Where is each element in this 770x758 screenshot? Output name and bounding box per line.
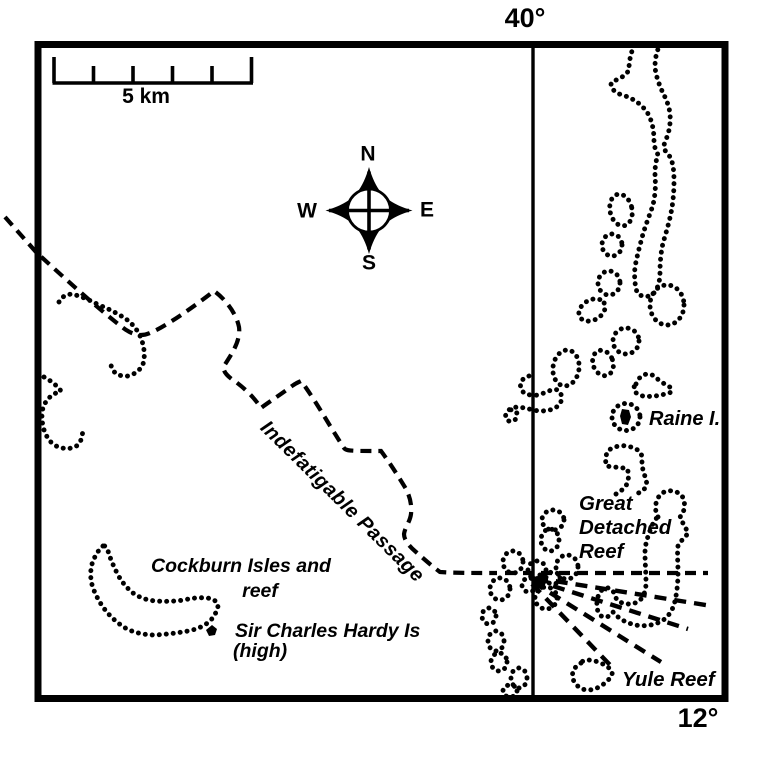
svg-text:Reef: Reef (579, 540, 626, 563)
svg-text:Raine I.: Raine I. (649, 408, 720, 430)
svg-text:S: S (362, 252, 376, 275)
svg-text:5 km: 5 km (122, 85, 170, 108)
svg-text:Great: Great (579, 492, 634, 515)
svg-text:12°: 12° (678, 703, 719, 733)
svg-text:Cockburn Isles and: Cockburn Isles and (151, 555, 332, 577)
svg-text:40°: 40° (505, 3, 546, 33)
svg-text:Yule Reef: Yule Reef (622, 668, 717, 691)
svg-text:E: E (420, 199, 434, 222)
svg-text:W: W (297, 200, 317, 223)
svg-text:Detached: Detached (579, 516, 672, 539)
svg-text:(high): (high) (233, 640, 287, 662)
svg-text:Sir Charles Hardy Is: Sir Charles Hardy Is (235, 620, 420, 642)
svg-text:N: N (360, 143, 375, 166)
svg-text:reef: reef (242, 580, 280, 602)
